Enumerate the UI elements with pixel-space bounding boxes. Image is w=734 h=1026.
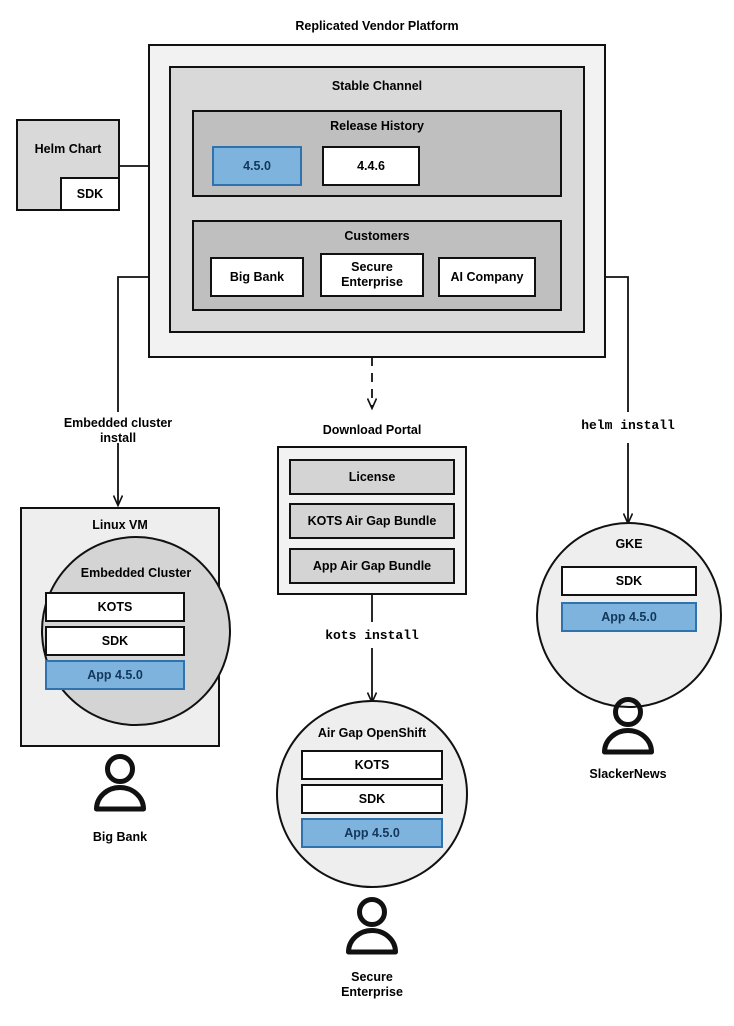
gke-title: GKE (615, 536, 643, 551)
air-gap-openshift-title: Air Gap OpenShift (317, 725, 427, 740)
customer-caption-big-bank: Big Bank (92, 829, 148, 844)
component-label: KOTS (97, 599, 133, 614)
component-label: App 4.5.0 (601, 609, 657, 624)
gke-component-app[interactable]: App 4.5.0 (561, 602, 697, 632)
page-title: Replicated Vendor Platform (295, 18, 459, 33)
customer-caption-secure-enterprise: Secure Enterprise (341, 970, 403, 999)
download-item-label: License (348, 469, 396, 484)
linux-vm-component-app[interactable]: App 4.5.0 (45, 660, 185, 690)
customer-name: Secure Enterprise (341, 260, 403, 289)
download-item-license[interactable]: License (289, 459, 455, 495)
customer-ai-company[interactable]: AI Company (438, 257, 536, 297)
gke-component-sdk[interactable]: SDK (561, 566, 697, 596)
person-icon (346, 897, 398, 955)
component-label: SDK (615, 573, 643, 588)
download-portal-title: Download Portal (322, 422, 422, 437)
release-version-label: 4.4.6 (357, 158, 385, 173)
linux-vm-title: Linux VM (92, 518, 148, 532)
customers-title: Customers (344, 229, 410, 243)
person-icon (94, 754, 146, 812)
release-4-4-6[interactable]: 4.4.6 (322, 146, 420, 186)
download-item-app-air-gap-bundle[interactable]: App Air Gap Bundle (289, 548, 455, 584)
download-item-label: App Air Gap Bundle (312, 558, 432, 573)
linux-vm-component-sdk[interactable]: SDK (45, 626, 185, 656)
air-gap-component-sdk[interactable]: SDK (301, 784, 443, 814)
component-label: SDK (358, 791, 386, 806)
stable-channel-title: Stable Channel (331, 79, 423, 93)
release-history-title: Release History (330, 119, 424, 133)
component-label: SDK (101, 633, 129, 648)
component-label: KOTS (354, 757, 390, 772)
customer-name: Big Bank (229, 269, 285, 284)
air-gap-component-app[interactable]: App 4.5.0 (301, 818, 443, 848)
download-item-label: KOTS Air Gap Bundle (307, 513, 437, 528)
air-gap-component-kots[interactable]: KOTS (301, 750, 443, 780)
customer-caption-slackernews: SlackerNews (589, 766, 667, 781)
release-4-5-0[interactable]: 4.5.0 (212, 146, 302, 186)
helm-chart-label: Helm Chart (34, 141, 102, 156)
customer-big-bank[interactable]: Big Bank (210, 257, 304, 297)
edge-label-helm-install: helm install (581, 417, 675, 433)
edge-label-kots-install: kots install (325, 627, 419, 643)
sdk-label: SDK (76, 186, 104, 201)
helm-chart-sdk-box[interactable]: SDK (60, 177, 120, 211)
embedded-cluster-title: Embedded Cluster (80, 565, 192, 580)
customer-name: AI Company (450, 269, 524, 284)
component-label: App 4.5.0 (344, 825, 400, 840)
customer-secure-enterprise[interactable]: Secure Enterprise (320, 253, 424, 297)
component-label: App 4.5.0 (87, 667, 143, 682)
release-version-label: 4.5.0 (243, 158, 271, 173)
person-icon (602, 697, 654, 755)
download-item-kots-air-gap-bundle[interactable]: KOTS Air Gap Bundle (289, 503, 455, 539)
linux-vm-component-kots[interactable]: KOTS (45, 592, 185, 622)
edge-label-embedded-cluster-install: Embedded cluster install (63, 416, 173, 445)
